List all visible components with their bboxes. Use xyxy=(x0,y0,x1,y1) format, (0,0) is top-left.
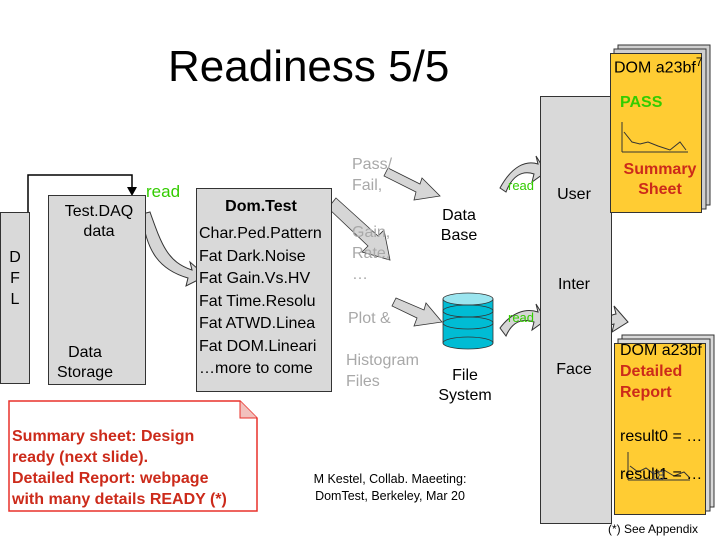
domtest-content: Dom.Test xyxy=(196,196,332,218)
domtest-test-line: Fat ATWD.Linea xyxy=(199,315,316,332)
file-system-cylinder-icon xyxy=(442,292,494,350)
read-arrow-upper-icon xyxy=(499,155,547,193)
read-arrow-lower-icon xyxy=(499,303,547,337)
data-storage-label-line: Data xyxy=(68,344,102,361)
user-interface-panel xyxy=(540,96,612,524)
domtest-test-line: …more to come xyxy=(199,360,313,377)
summary-sheet-plot-icon xyxy=(621,122,688,153)
data-storage-label-line: Storage xyxy=(56,364,114,381)
dfl-letter: L xyxy=(10,291,20,308)
read-label-upper: read xyxy=(508,178,535,193)
footer-credit-line: DomTest, Berkeley, Mar 20 xyxy=(315,489,465,503)
testdaq-box xyxy=(48,195,146,385)
slide-title: Readiness 5/5 xyxy=(168,42,450,91)
note-line: with many details READY (*) xyxy=(12,491,227,508)
pass-fail-line: Fail, xyxy=(352,177,383,194)
detailed-report-result1: result1 = … xyxy=(620,466,703,483)
detailed-report-plot-icon xyxy=(627,452,691,481)
testdaq-label: Test.DAQ data xyxy=(48,202,150,242)
domtest-box xyxy=(196,188,332,392)
detailed-report-title-line: DOM a23bf xyxy=(620,342,702,359)
detailed-report-result0: result0 = … xyxy=(620,428,703,445)
domtest-list: Char.Ped.Pattern Fat Dark.Noise Fat Gain… xyxy=(199,223,331,381)
user-label: User xyxy=(557,186,591,203)
summary-sheet-label: Summary Sheet xyxy=(612,160,708,200)
dfl-letter: F xyxy=(10,270,20,287)
plot-text: Plot & xyxy=(348,310,391,327)
database-label: Data Base xyxy=(426,206,492,246)
detailed-report-title-line: Report xyxy=(620,384,672,401)
histogram-line: Files xyxy=(346,373,380,390)
footer-credit: M Kestel, Collab. Maeeting: DomTest, Ber… xyxy=(270,471,510,505)
gain-rate-line: Gain, xyxy=(352,224,391,241)
domtest-test-line: Fat Time.Resolu xyxy=(199,292,316,310)
read-label-left: read xyxy=(146,182,181,201)
file-system-label-line: System xyxy=(438,387,492,404)
inter-label: Inter xyxy=(557,276,590,293)
appendix-note: (*) See Appendix xyxy=(608,522,699,536)
process-arrow-icon xyxy=(327,197,391,261)
dfl-box: D F L xyxy=(0,212,30,384)
domtest-test-line: Fat Dark.Noise xyxy=(199,247,306,265)
detailed-report-title: DOM a23bf Detailed Report xyxy=(620,340,710,403)
summary-sheet-label-line: Sheet xyxy=(638,181,682,198)
page-number: 18 xyxy=(650,468,665,483)
dfl-connector-arrowhead xyxy=(127,187,137,196)
dfl-letter: D xyxy=(9,249,21,266)
note-text: Summary sheet: Design ready (next slide)… xyxy=(12,426,282,510)
histogram-line: Histogram xyxy=(346,352,419,369)
domtest-heading: Dom.Test xyxy=(225,198,297,215)
pass-fail-line: Pass/ xyxy=(352,156,393,173)
summary-sheet-header-suffix: 7 xyxy=(695,55,703,69)
histogram-text: Histogram Files xyxy=(346,350,436,392)
testdaq-label-line: Test.DAQ xyxy=(64,203,134,220)
file-system-label-line: File xyxy=(452,367,478,384)
summary-sheet-header: DOM a23bf7 xyxy=(614,52,714,78)
dfl-connector-line xyxy=(27,174,133,212)
note-card xyxy=(8,400,258,512)
database-in-arrow-icon xyxy=(383,167,441,201)
summary-sheet-status: PASS xyxy=(620,94,663,111)
filesystem-in-arrow-icon xyxy=(391,297,443,327)
data-storage-label: Data Storage xyxy=(50,343,120,383)
footer-credit-line: M Kestel, Collab. Maeeting: xyxy=(313,472,467,486)
gain-rate-line: … xyxy=(352,266,368,283)
file-system-label: File System xyxy=(428,366,502,406)
domtest-test-line: Char.Ped.Pattern xyxy=(199,225,322,242)
domtest-test-line: Fat Gain.Vs.HV xyxy=(199,270,311,287)
gain-rate-line: Rate, xyxy=(352,245,391,262)
detailed-report-card xyxy=(614,343,706,515)
gain-rate-text: Gain, Rate, … xyxy=(352,222,412,285)
summary-sheet-header-text: DOM a23bf xyxy=(614,59,696,77)
summary-sheet-label-line: Summary xyxy=(623,161,697,178)
read-label-lower: read xyxy=(508,310,535,325)
detailed-report-title-line: Detailed xyxy=(620,363,683,380)
face-label: Face xyxy=(556,361,592,378)
database-label-line: Base xyxy=(440,227,478,244)
domtest-test-line: Fat DOM.Lineari xyxy=(199,337,317,355)
database-label-line: Data xyxy=(442,207,476,224)
note-line: ready (next slide). xyxy=(12,449,149,466)
pass-fail-text: Pass/ Fail, xyxy=(352,154,412,196)
note-line: Detailed Report: webpage xyxy=(12,470,209,487)
note-line: Summary sheet: Design xyxy=(12,428,195,445)
testdaq-label-line: data xyxy=(83,223,115,240)
